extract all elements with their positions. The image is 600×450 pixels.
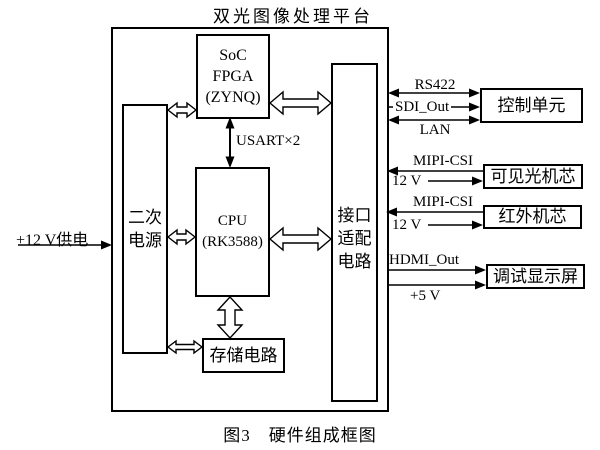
arrow-power-storage: [166, 339, 204, 355]
visible-light-camera-label: 可见光机芯: [490, 166, 576, 186]
12v-2-label: 12 V: [392, 217, 422, 233]
arrow-12v-1: [428, 176, 483, 186]
soc-line1: SoC: [219, 47, 247, 64]
lan-label: LAN: [419, 122, 451, 138]
figure-caption: 图3 硬件组成框图: [223, 426, 377, 445]
power-input-label: +12 V供电: [16, 232, 89, 249]
arrow-usart-soc-cpu: [225, 117, 235, 168]
usart-label: USART×2: [236, 133, 301, 149]
debug-display-label: 调试显示屏: [493, 266, 578, 286]
control-unit-box: 控制单元: [480, 88, 583, 123]
power-line2: 电源: [128, 231, 162, 250]
infrared-camera-box: 红外机芯: [483, 205, 582, 229]
arrow-cpu-interface: [268, 226, 333, 252]
interface-line2: 适配: [337, 229, 372, 248]
arrow-soc-interface: [268, 90, 333, 116]
5v-label: +5 V: [410, 288, 441, 304]
secondary-power-box: 二次 电源: [122, 104, 168, 354]
mipi-csi-1-label: MIPI-CSI: [412, 153, 473, 169]
soc-line2: FPGA: [212, 68, 254, 85]
cpu-box: CPU (RK3588): [195, 167, 270, 297]
12v-1-label: 12 V: [392, 173, 422, 189]
arrow-lan: [388, 115, 480, 125]
arrow-mipi-csi-2: [386, 207, 483, 217]
arrow-5v: [389, 280, 486, 290]
hdmi-out-label: HDMI_Out: [389, 252, 459, 268]
debug-display-box: 调试显示屏: [486, 264, 585, 289]
platform-boundary-box: [111, 27, 389, 412]
rs422-label: RS422: [414, 77, 456, 93]
soc-fpga-box: SoC FPGA (ZYNQ): [196, 34, 270, 119]
arrow-power-cpu: [166, 228, 197, 246]
interface-adapter-box: 接口 适配 电路: [331, 63, 378, 402]
mipi-csi-2-label: MIPI-CSI: [412, 194, 473, 210]
cpu-line1: CPU: [217, 213, 248, 229]
control-unit-label: 控制单元: [497, 95, 566, 115]
arrow-cpu-storage: [216, 295, 244, 340]
soc-line3: (ZYNQ): [205, 89, 261, 106]
storage-box: 存储电路: [202, 338, 285, 373]
interface-line1: 接口: [337, 206, 372, 225]
figure-title: 双光图像处理平台: [213, 7, 373, 26]
visible-light-camera-box: 可见光机芯: [483, 164, 583, 189]
arrow-power-input: [18, 240, 112, 250]
power-line1: 二次: [128, 208, 162, 227]
interface-line3: 电路: [337, 252, 372, 271]
infrared-camera-label: 红外机芯: [498, 207, 567, 227]
sdi-out-label: SDI_Out: [393, 99, 452, 115]
arrow-hdmi-out: [389, 265, 486, 275]
arrow-mipi-csi-1: [387, 166, 483, 176]
arrow-12v-2: [428, 220, 483, 230]
arrow-power-soc: [166, 101, 198, 119]
arrow-rs422: [388, 88, 480, 98]
cpu-line2: (RK3588): [202, 234, 263, 250]
storage-label: 存储电路: [209, 345, 278, 365]
